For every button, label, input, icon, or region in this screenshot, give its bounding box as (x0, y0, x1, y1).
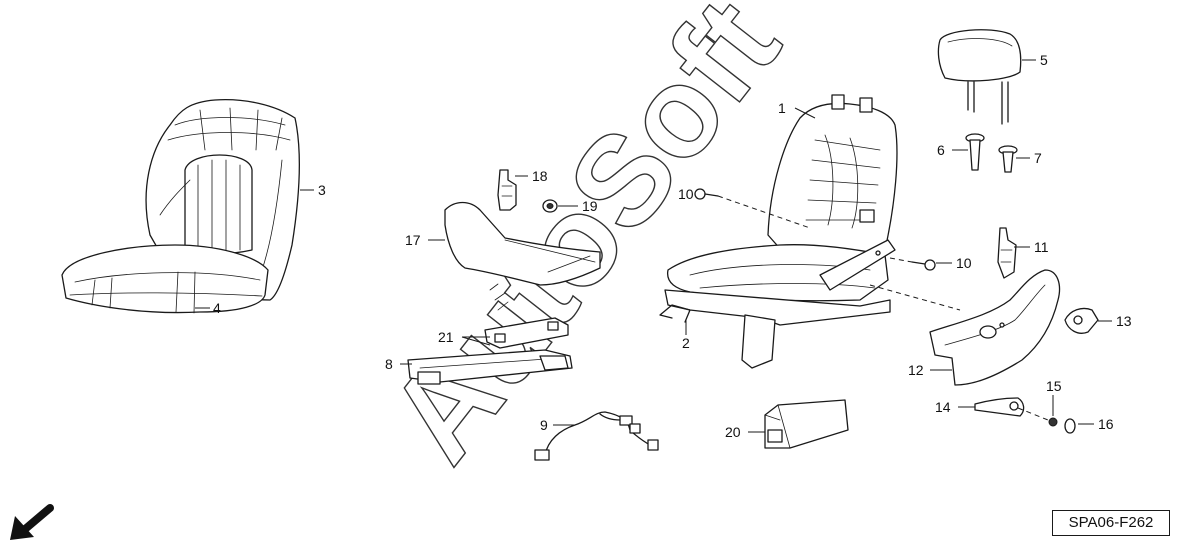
callout-10-lower: 10 (956, 255, 972, 271)
callout-17: 17 (405, 232, 421, 248)
callout-10-upper: 10 (678, 186, 694, 202)
callout-5: 5 (1040, 52, 1048, 68)
callout-2: 2 (682, 335, 690, 351)
callout-15: 15 (1046, 378, 1062, 394)
callout-19: 19 (582, 198, 598, 214)
callout-3: 3 (318, 182, 326, 198)
lever-knob-part (974, 397, 1025, 417)
callout-9: 9 (540, 417, 548, 433)
callout-12: 12 (908, 362, 924, 378)
bolt-part-lower (911, 259, 936, 271)
side-bracket-part (997, 227, 1017, 279)
callout-4: 4 (213, 300, 221, 316)
callout-7: 7 (1034, 150, 1042, 166)
diagram-code-label: SPA06-F262 (1052, 510, 1170, 536)
side-cover-part (444, 201, 601, 286)
side-shield-part (929, 269, 1061, 386)
rail-cover-part (484, 283, 569, 349)
callout-1: 1 (778, 100, 786, 116)
arrow-down-left-icon (10, 504, 54, 540)
callout-16: 16 (1098, 416, 1114, 432)
seat-cover-assembly (61, 99, 300, 314)
screw-part (1048, 417, 1058, 427)
headrest-guide-part-6 (965, 133, 985, 171)
callout-20: 20 (725, 424, 741, 440)
bolt-part-upper (694, 188, 719, 200)
ring-part (1064, 418, 1076, 434)
wire-harness-part (534, 411, 659, 461)
headrest-part (937, 29, 1022, 125)
seat-frame-part (659, 94, 898, 369)
watermark-text: AutoSoft (361, 0, 806, 487)
callout-18: 18 (532, 168, 548, 184)
nut-part (542, 199, 558, 213)
callout-6: 6 (937, 142, 945, 158)
callout-21: 21 (438, 329, 454, 345)
callout-14: 14 (935, 399, 951, 415)
callout-13: 13 (1116, 313, 1132, 329)
callout-8: 8 (385, 356, 393, 372)
headrest-guide-part-7 (998, 145, 1018, 173)
bracket-part (497, 169, 517, 211)
watermark: AutoSoft (361, 0, 808, 488)
pad-part (764, 399, 849, 449)
seat-rail-part (407, 349, 573, 385)
knob-cover-part (1064, 307, 1099, 334)
callout-11: 11 (1034, 239, 1049, 255)
